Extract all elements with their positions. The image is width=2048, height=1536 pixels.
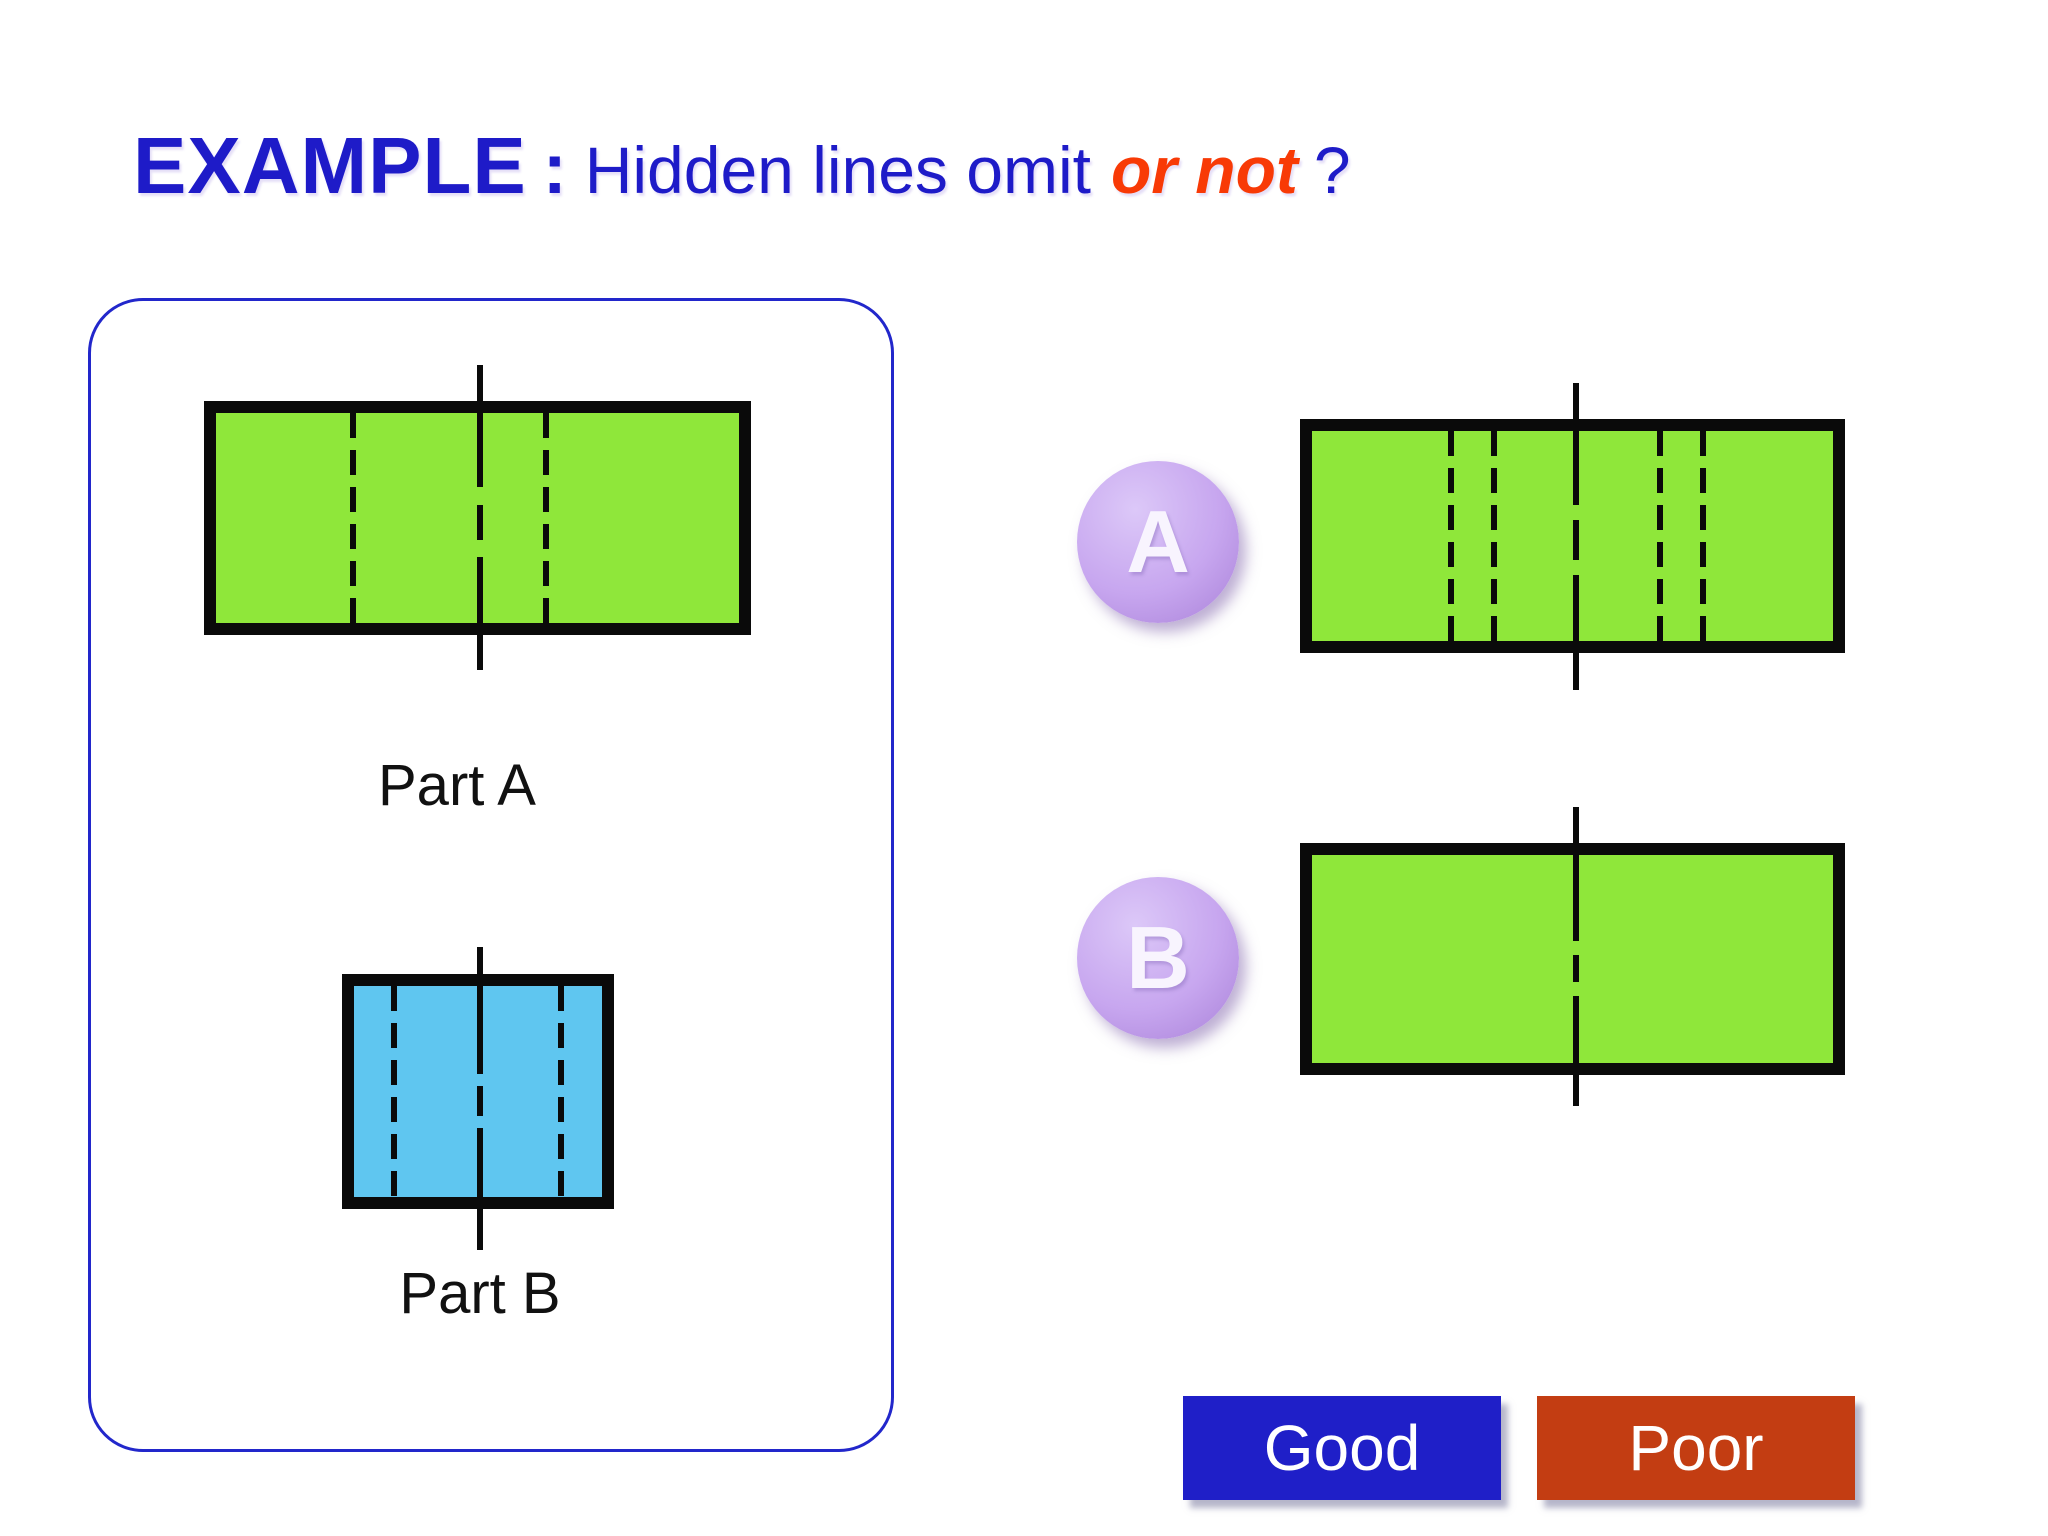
option-a-badge-letter: A — [1126, 492, 1190, 591]
option-a-drawing — [1300, 383, 1845, 690]
option-b-badge[interactable]: B — [1077, 877, 1239, 1039]
part-b-label: Part B — [399, 1261, 561, 1326]
title-question: ? — [1313, 133, 1351, 207]
title-colon: : — [542, 129, 567, 209]
option-b-drawing — [1300, 807, 1845, 1106]
part-a-label: Part A — [378, 753, 536, 818]
title-emphasis: or not — [1110, 133, 1298, 207]
part-a-drawing — [204, 365, 751, 670]
part-b-drawing — [342, 947, 614, 1250]
title-normal: Hidden lines omit — [584, 133, 1091, 207]
good-button[interactable]: Good — [1183, 1396, 1501, 1500]
title-keyword: EXAMPLE — [133, 121, 527, 210]
option-a-outline-rect — [1300, 419, 1845, 653]
slide-title: EXAMPLE : Hidden lines omit or not ? — [133, 126, 1351, 206]
poor-button[interactable]: Poor — [1537, 1396, 1855, 1500]
option-b-badge-letter: B — [1126, 908, 1190, 1007]
example-box — [88, 298, 894, 1452]
option-a-badge[interactable]: A — [1077, 461, 1239, 623]
option-b-outline-rect — [1300, 843, 1845, 1075]
